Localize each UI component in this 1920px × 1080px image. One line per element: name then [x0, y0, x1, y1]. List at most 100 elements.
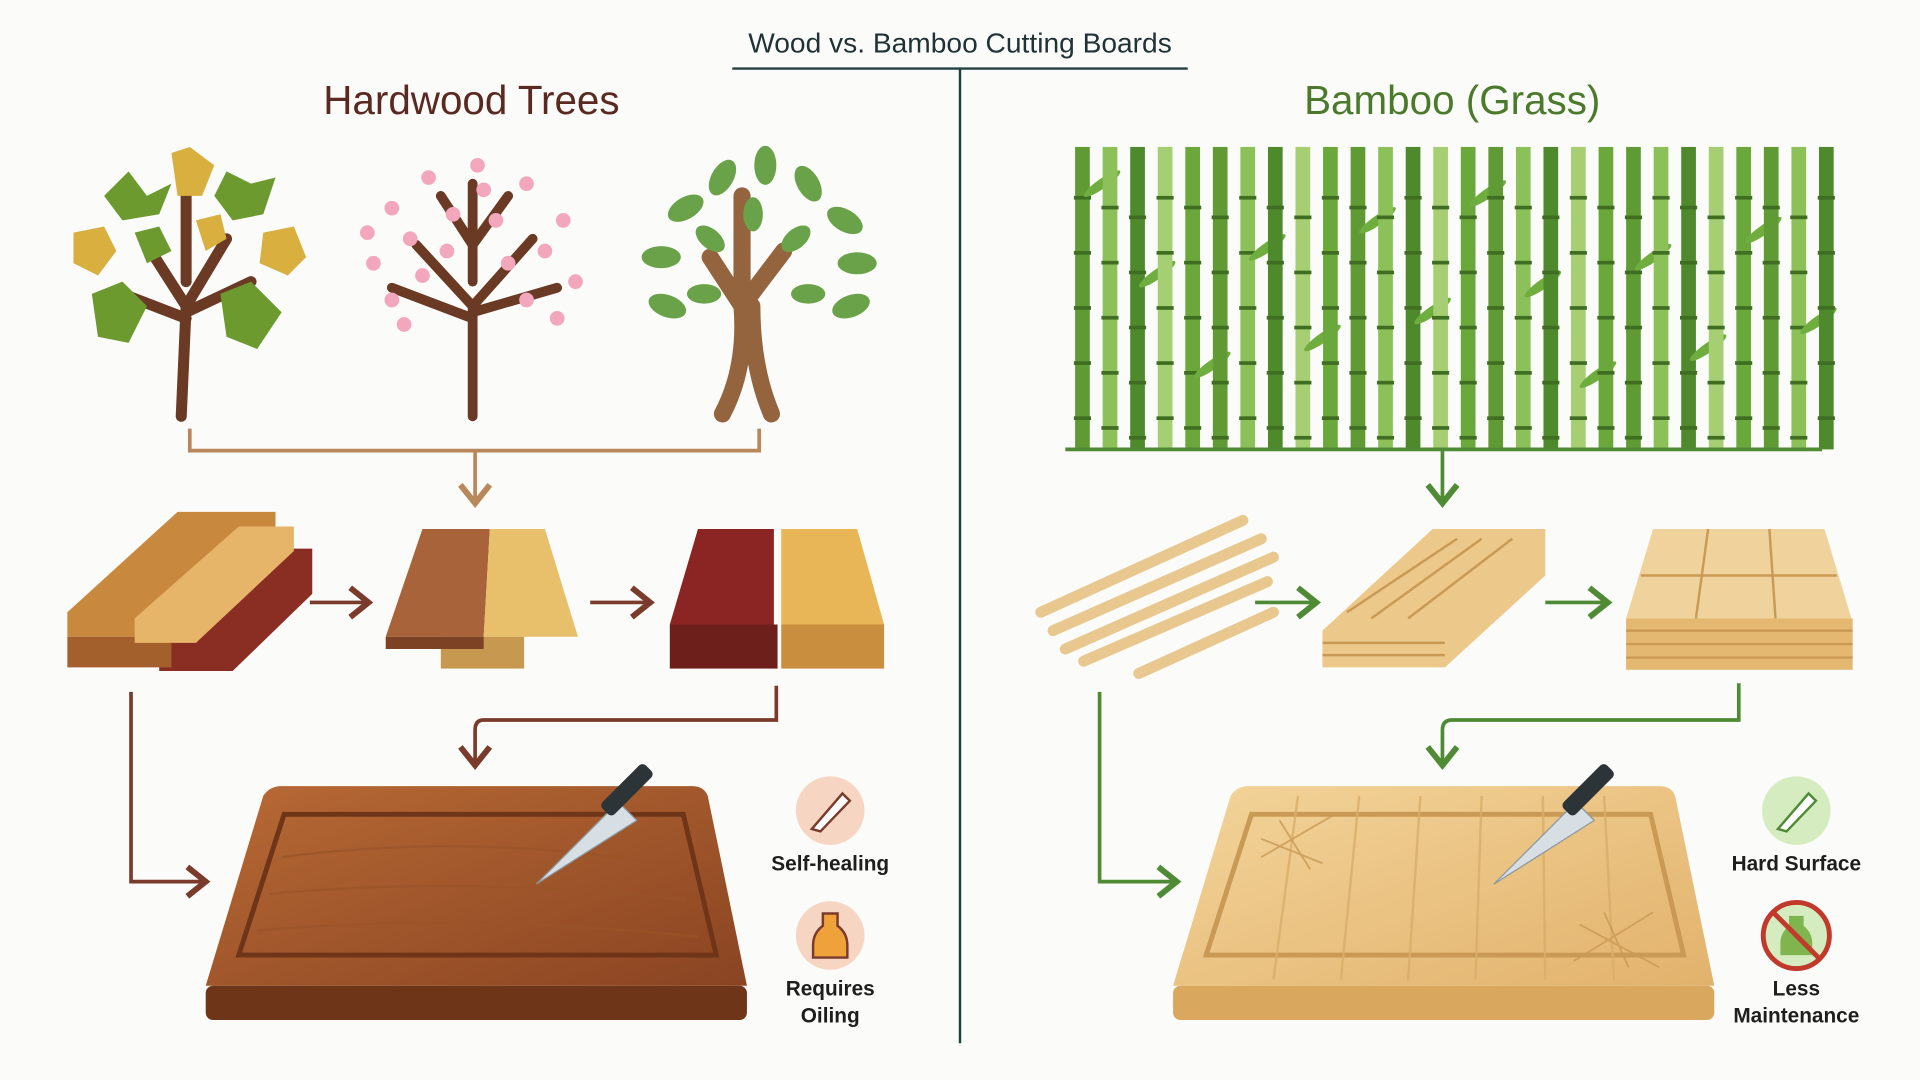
bamboo-node — [1073, 195, 1092, 200]
bamboo-node — [1514, 205, 1532, 210]
bamboo-section: Bamboo (Grass) — [1035, 77, 1861, 1027]
chef-knife-icon — [1493, 764, 1614, 885]
bamboo-node — [1073, 361, 1092, 365]
bamboo-node — [1735, 251, 1753, 255]
bamboo-node — [1128, 435, 1147, 440]
bamboo-node — [1101, 426, 1119, 430]
bamboo-node — [1349, 205, 1367, 210]
bamboo-stalk — [1212, 146, 1228, 450]
bamboo-node — [1376, 435, 1395, 440]
bamboo-node — [1762, 315, 1780, 320]
bamboo-node — [1652, 251, 1670, 255]
bamboo-node — [1597, 371, 1615, 375]
bamboo-node — [1459, 215, 1477, 220]
bamboo-node — [1266, 371, 1284, 375]
bamboo-node — [1707, 270, 1725, 275]
bamboo-node — [1707, 215, 1725, 220]
glued-boards-icon — [669, 528, 885, 669]
bamboo-node — [1680, 260, 1698, 265]
feature-label: Oiling — [801, 1004, 860, 1027]
bamboo-node — [1762, 205, 1780, 210]
bamboo-stalk — [1350, 146, 1366, 450]
bamboo-node — [1569, 195, 1587, 200]
bamboo-stalk — [1323, 146, 1338, 450]
bamboo-stalk — [1543, 146, 1559, 450]
bamboo-node — [1321, 361, 1339, 365]
bamboo-node — [1680, 315, 1698, 320]
feature-less-maintenance: Less Maintenance — [1733, 900, 1859, 1027]
bamboo-node — [1652, 416, 1670, 420]
bamboo-node — [1487, 361, 1505, 365]
bamboo-node — [1762, 426, 1780, 430]
cherry-blossom-tree-icon — [360, 157, 583, 422]
bamboo-node — [1680, 371, 1698, 375]
bamboo-node — [1156, 251, 1174, 255]
bamboo-node — [1569, 416, 1587, 420]
bamboo-grove-icon — [1073, 146, 1837, 450]
page-title: Wood vs. Bamboo Cutting Boards — [748, 28, 1172, 59]
bamboo-node — [1432, 426, 1450, 430]
bamboo-node — [1652, 195, 1670, 200]
bamboo-stalk — [1267, 146, 1283, 450]
bamboo-node — [1294, 435, 1312, 440]
bamboo-node — [1514, 371, 1532, 375]
bamboo-node — [1211, 380, 1229, 385]
bamboo-node — [1569, 251, 1587, 255]
feature-hard-surface: Hard Surface — [1732, 776, 1861, 876]
wood-heading: Hardwood Trees — [323, 77, 619, 123]
bamboo-node — [1128, 215, 1147, 220]
bamboo-stalk — [1295, 146, 1311, 450]
bamboo-node — [1459, 380, 1477, 385]
bamboo-node — [1128, 325, 1147, 330]
feature-label: Maintenance — [1733, 1004, 1859, 1027]
arrow-to-board — [129, 691, 211, 899]
chef-knife-icon — [535, 764, 653, 885]
bamboo-node — [1404, 416, 1422, 420]
bamboo-node — [1624, 215, 1643, 220]
bamboo-node — [1404, 361, 1422, 365]
bamboo-node — [1073, 416, 1092, 420]
bamboo-node — [1597, 205, 1615, 210]
bamboo-stalk — [1102, 146, 1118, 450]
bamboo-node — [1624, 435, 1643, 440]
bamboo-node — [1404, 251, 1422, 255]
bamboo-node — [1184, 315, 1202, 320]
maple-tree-icon — [73, 146, 307, 422]
bamboo-node — [1128, 380, 1147, 385]
bamboo-node — [1569, 306, 1587, 310]
bamboo-node — [1184, 426, 1202, 430]
bamboo-heading: Bamboo (Grass) — [1304, 77, 1600, 123]
bamboo-node — [1156, 361, 1174, 365]
bamboo-stalk — [1818, 146, 1834, 450]
cut-planks-icon — [385, 528, 578, 669]
bamboo-node — [1156, 306, 1174, 310]
bamboo-node — [1735, 361, 1753, 365]
bamboo-node — [1266, 205, 1284, 210]
bamboo-node — [1239, 251, 1257, 255]
feature-requires-oiling: Requires Oiling — [786, 901, 875, 1027]
bamboo-stalk — [1185, 146, 1200, 450]
wood-cutting-board — [205, 786, 747, 1020]
bamboo-node — [1707, 325, 1725, 330]
bamboo-node — [1349, 426, 1367, 430]
bamboo-node — [1404, 306, 1422, 310]
bamboo-node — [1762, 371, 1780, 375]
bamboo-node — [1542, 435, 1560, 440]
bamboo-stalk — [1378, 146, 1393, 450]
bamboo-node — [1376, 325, 1395, 330]
bamboo-node — [1459, 270, 1477, 275]
bamboo-node — [1184, 205, 1202, 210]
arrow-to-board — [1097, 691, 1182, 899]
bamboo-node — [1101, 260, 1119, 265]
bamboo-node — [1156, 416, 1174, 420]
bamboo-node — [1266, 426, 1284, 430]
bamboo-node — [1184, 260, 1202, 265]
bamboo-node — [1321, 195, 1339, 200]
bamboo-node — [1321, 251, 1339, 255]
bamboo-node — [1239, 195, 1257, 200]
bamboo-stalk — [1130, 146, 1145, 450]
bamboo-node — [1321, 416, 1339, 420]
bamboo-node — [1680, 205, 1698, 210]
bamboo-node — [1239, 361, 1257, 365]
